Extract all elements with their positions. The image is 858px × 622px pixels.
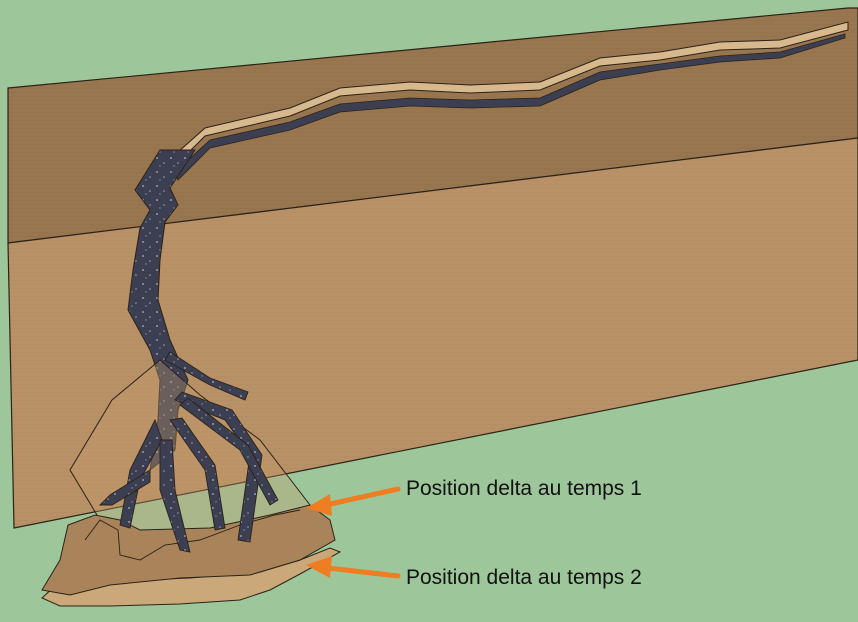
arrow-delta-1	[306, 489, 398, 516]
delta-time-2-label: Position delta au temps 2	[406, 566, 642, 590]
delta-time-1-label: Position delta au temps 1	[406, 477, 642, 501]
